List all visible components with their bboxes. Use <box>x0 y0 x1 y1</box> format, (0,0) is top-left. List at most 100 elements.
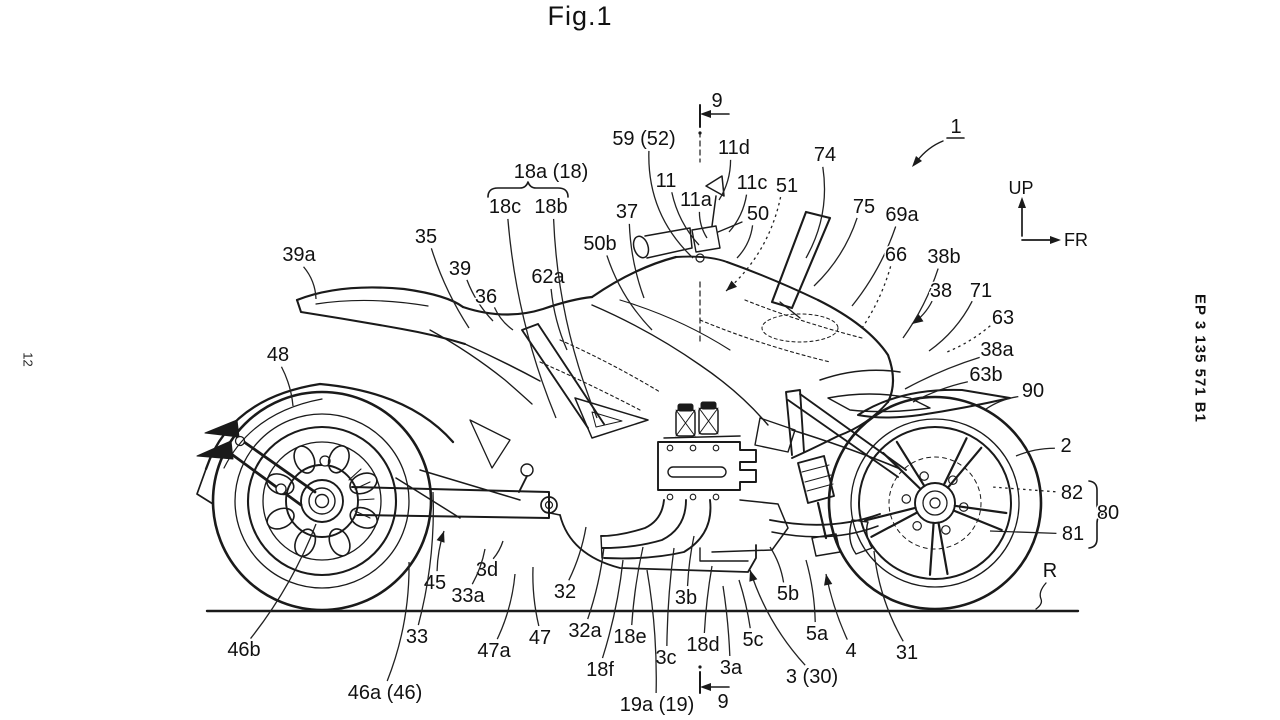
leader-3b <box>686 535 695 587</box>
section-arrow-top <box>700 110 711 118</box>
ref-label-48: 48 <box>267 344 289 366</box>
ref-label-45: 45 <box>424 572 446 594</box>
leader-47a <box>496 573 516 640</box>
ref-label-5c: 5c <box>742 629 763 651</box>
ref-label-59-52: 59 (52) <box>612 128 675 150</box>
ref-label-46a-46: 46a (46) <box>348 682 423 704</box>
ref-label-18a-18: 18a (18) <box>514 161 589 183</box>
leader-90 <box>985 395 1019 410</box>
leader-arrow-45 <box>436 531 445 543</box>
ref-label-66: 66 <box>885 244 907 266</box>
ref-label-47: 47 <box>529 627 551 649</box>
leader-19a-19 <box>646 569 657 694</box>
leader-11a <box>698 211 708 239</box>
figure-title: Fig.1 <box>547 1 613 31</box>
leader-63 <box>946 325 991 353</box>
ref-label-90: 90 <box>1022 380 1044 402</box>
ground-line-label: R <box>1043 560 1057 582</box>
leader-3c <box>666 547 675 647</box>
ref-label-74: 74 <box>814 144 836 166</box>
leader-11c <box>728 194 748 233</box>
leader-33a <box>471 548 486 585</box>
ref-label-18d: 18d <box>686 634 719 656</box>
leader-50b <box>606 255 653 331</box>
leader-11 <box>671 192 700 246</box>
leader-69a <box>851 226 897 307</box>
leader-47 <box>532 566 540 627</box>
leader-18e <box>631 546 644 626</box>
engine <box>657 401 789 553</box>
leader-50 <box>736 225 754 259</box>
leader-63b <box>912 381 968 403</box>
leader-48 <box>280 366 294 407</box>
ref-label-80: 80 <box>1097 502 1119 524</box>
leader-18d <box>703 565 713 634</box>
leader-5a <box>805 559 816 623</box>
leader-18c <box>507 218 557 419</box>
ref-label-32: 32 <box>554 581 576 603</box>
leader-18f <box>601 559 624 659</box>
front-fender <box>857 388 1011 419</box>
ref-label-37: 37 <box>616 201 638 223</box>
leader-2 <box>1015 447 1055 457</box>
leader-62a <box>550 288 568 351</box>
ref-label-39a: 39a <box>282 244 316 266</box>
section-marker-top-label: 9 <box>711 90 722 112</box>
ref-label-32a: 32a <box>568 620 602 642</box>
ref-label-18b: 18b <box>534 196 567 218</box>
swingarm <box>351 469 558 519</box>
ref-label-31: 31 <box>896 642 918 664</box>
ref-label-4: 4 <box>845 640 856 662</box>
leader-5c <box>738 579 751 629</box>
leader-82 <box>991 486 1056 493</box>
ref-label-11: 11 <box>656 170 677 192</box>
leader-3a <box>722 585 731 657</box>
ref-label-63b: 63b <box>969 364 1002 386</box>
ref-label-18e: 18e <box>613 626 646 648</box>
brace-18a-group <box>487 181 569 198</box>
leader-18b <box>552 218 598 419</box>
ref-label-38: 38 <box>930 280 952 302</box>
leader-3d <box>492 540 504 560</box>
ref-label-5a: 5a <box>806 623 829 645</box>
ref-label-11d: 11d <box>718 137 750 159</box>
ref-label-3b: 3b <box>675 587 697 609</box>
ref-label-38b: 38b <box>927 246 960 268</box>
front-wheel <box>827 395 1043 611</box>
leader-75 <box>813 217 858 287</box>
leader-39 <box>466 279 494 322</box>
ref-label-36: 36 <box>475 286 497 308</box>
leader-74 <box>805 166 826 259</box>
ref-label-51: 51 <box>776 175 798 197</box>
ref-label-18c: 18c <box>489 196 521 218</box>
brace-80-group <box>1088 480 1104 549</box>
ref-label-38a: 38a <box>980 339 1014 361</box>
leader-35 <box>430 248 470 329</box>
figure-reference-arrow <box>912 137 965 167</box>
up-arrow-icon <box>1018 197 1026 208</box>
ground-label-leader <box>1035 582 1047 610</box>
ref-label-63: 63 <box>992 307 1014 329</box>
front-arrow-icon <box>1050 236 1061 244</box>
leader-59-52 <box>648 150 694 259</box>
ref-label-39: 39 <box>449 258 471 280</box>
ref-label-3a: 3a <box>720 657 743 679</box>
ref-label-46b: 46b <box>227 639 260 661</box>
ref-label-18f: 18f <box>586 659 614 681</box>
ref-label-19a-19: 19a (19) <box>620 694 695 716</box>
ref-label-11c: 11c <box>737 172 768 194</box>
leader-32 <box>568 526 587 581</box>
leader-38b <box>902 268 939 339</box>
handlebar-and-mirror <box>632 175 743 263</box>
ref-label-5b: 5b <box>777 583 799 605</box>
ref-label-33: 33 <box>406 626 428 648</box>
ref-label-3-30: 3 (30) <box>786 666 838 688</box>
leader-3-30 <box>749 569 806 666</box>
axis-fr-label: FR <box>1064 230 1088 250</box>
section-line-9-9 <box>698 104 730 694</box>
leader-arrow-4 <box>824 574 833 586</box>
section-arrow-bottom <box>700 683 711 691</box>
